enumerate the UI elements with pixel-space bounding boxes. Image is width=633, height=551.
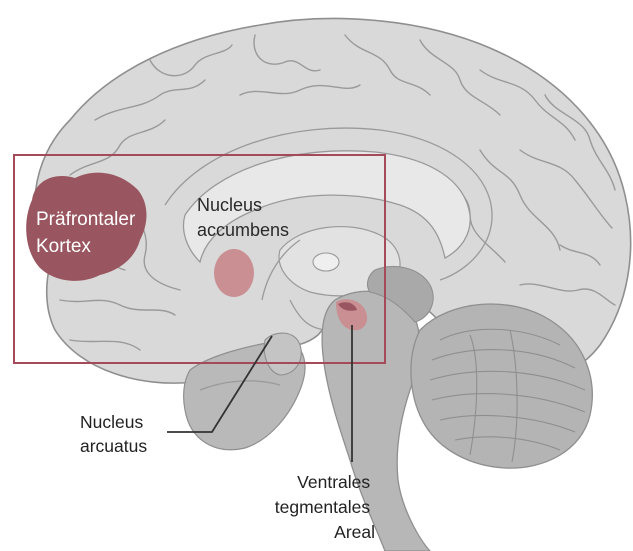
prefrontal-label-line1: Präfrontaler bbox=[36, 209, 136, 230]
arcuatus-label-line1: Nucleus bbox=[80, 412, 143, 432]
interthalamic-adhesion bbox=[313, 253, 339, 271]
vta-label-line2: tegmentales bbox=[275, 497, 371, 517]
accumbens-label-line1: Nucleus bbox=[197, 195, 262, 215]
arcuatus-label: Nucleus arcuatus bbox=[80, 412, 148, 456]
nucleus-accumbens-region bbox=[214, 249, 254, 297]
vta-label-line1: Ventrales bbox=[297, 472, 370, 492]
arcuatus-label-line2: arcuatus bbox=[80, 436, 147, 456]
vta-label: Ventrales tegmentales Areal bbox=[275, 472, 375, 542]
vta-label-line3: Areal bbox=[334, 522, 375, 542]
accumbens-label-line2: accumbens bbox=[197, 220, 289, 240]
prefrontal-label-line2: Kortex bbox=[36, 236, 91, 257]
